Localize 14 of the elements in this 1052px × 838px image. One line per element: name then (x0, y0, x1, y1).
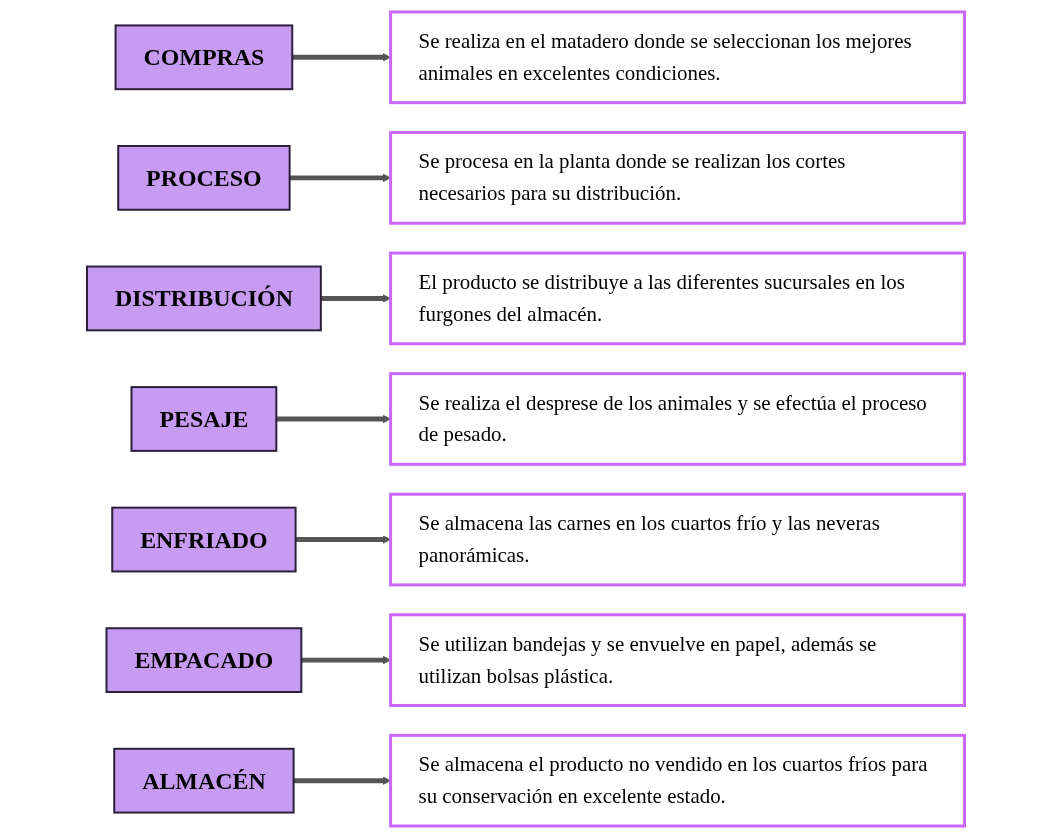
node-box: PESAJE (130, 386, 278, 452)
node-box: Se almacena las carnes en los cuartos frío y las neveras panorámicas. (389, 492, 967, 587)
node-box: El producto se distribuye a las diferentes sucursales en los furgones del almacén. (389, 251, 967, 346)
node-box: Se almacena el producto no vendido en los cuartos fríos para su conservación en excelente estado. (389, 733, 967, 828)
node-box: Se procesa en la planta donde se realizan los cortes necesarios para su distribución. (389, 131, 967, 225)
node-box: COMPRAS (114, 24, 294, 91)
node-box: DISTRIBUCIÓN (86, 265, 323, 332)
node-box: ALMACÉN (113, 747, 295, 814)
node-box: ENFRIADO (111, 506, 297, 573)
node-box: EMPACADO (105, 627, 303, 693)
node-box: Se utilizan bandejas y se envuelve en papel, además se utilizan bolsas plástica. (389, 613, 967, 707)
node-box: Se realiza el desprese de los animales y se efectúa el proceso de pesado. (389, 372, 967, 466)
node-box: PROCESO (117, 145, 291, 211)
node-box: Se realiza en el matadero donde se seleccionan los mejores animales en excelentes condiciones. (389, 10, 967, 105)
